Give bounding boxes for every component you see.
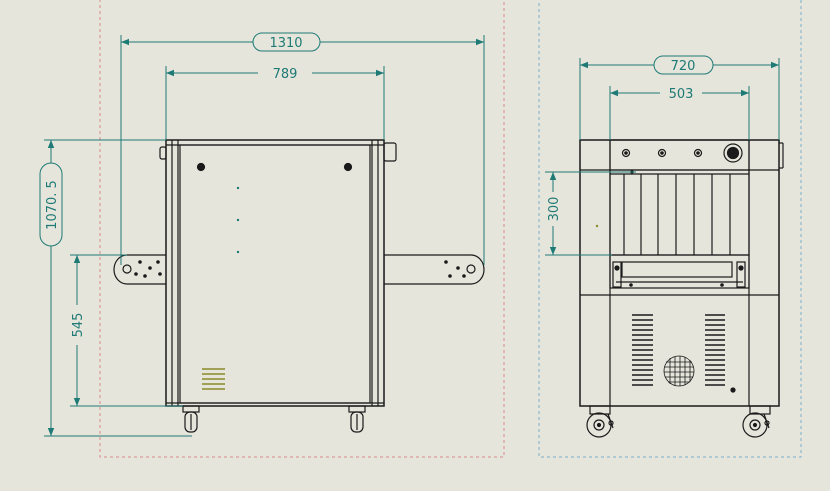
front-cabinet — [165, 139, 385, 407]
side-dimensions — [545, 55, 780, 256]
front-view — [113, 139, 485, 433]
dim-body-width: 789 — [273, 67, 298, 82]
side-vents — [632, 314, 725, 386]
front-vent — [202, 368, 225, 390]
side-view — [579, 139, 784, 438]
emergency-stop-icon — [723, 143, 743, 163]
front-caster-right — [348, 405, 366, 433]
side-caster-right — [742, 405, 771, 438]
dim-side-width: 720 — [671, 59, 696, 74]
side-conveyor — [609, 254, 750, 289]
left-conveyor — [113, 254, 168, 285]
dim-tunnel-width: 503 — [669, 87, 694, 102]
side-view-frame — [538, 0, 802, 458]
right-conveyor — [383, 254, 485, 285]
side-caster-left — [586, 405, 614, 438]
dim-tunnel-height: 300 — [547, 197, 562, 222]
front-dimensions — [39, 32, 485, 437]
dim-overall-height: 1070. 5 — [45, 180, 60, 230]
fan-grille-icon — [663, 355, 695, 387]
dim-conveyor-height: 545 — [71, 313, 86, 338]
front-caster-left — [182, 405, 200, 433]
dim-overall-width: 1310 — [269, 36, 302, 51]
front-view-frame — [99, 0, 505, 458]
